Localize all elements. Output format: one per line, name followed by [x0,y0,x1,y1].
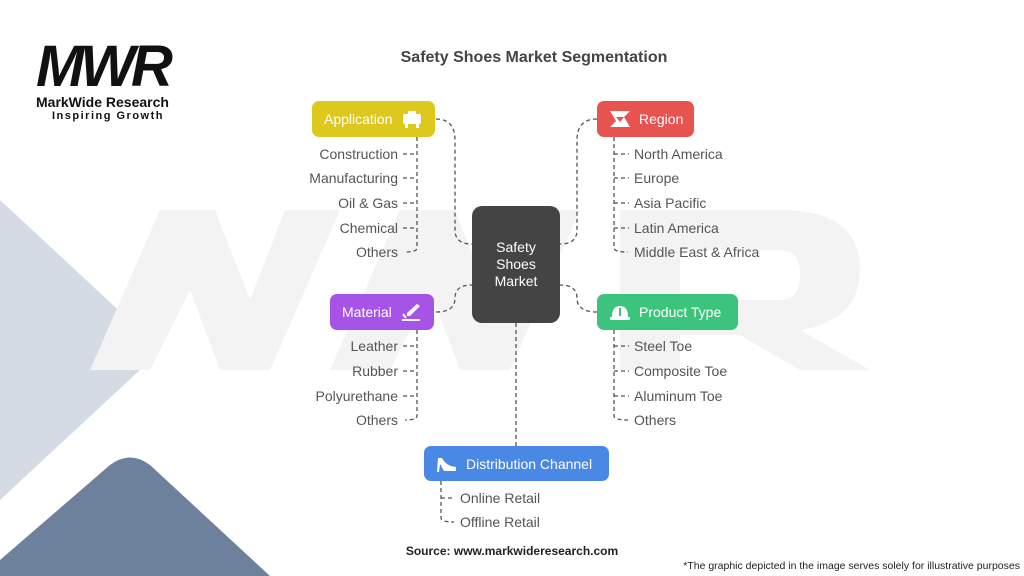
list-item: Oil & Gas [338,195,398,211]
application-label: Application [324,111,393,127]
list-item: Offline Retail [460,514,540,530]
workbench-icon [401,109,423,129]
list-item: Online Retail [460,490,541,506]
center-line: Market [494,273,538,289]
list-item: Others [634,412,677,428]
list-item: Rubber [352,363,398,379]
list-item: Leather [350,338,398,354]
list-item: North America [634,146,723,162]
list-item: Manufacturing [309,170,398,186]
product-type-node: Product Type [597,294,738,330]
center-node: Safety Shoes Market [472,206,560,323]
list-item: Polyurethane [315,388,398,404]
list-item: Aluminum Toe [634,388,723,404]
distribution-channel-label: Distribution Channel [466,455,593,472]
logo-mark: MWR [36,34,173,99]
list-item: Europe [634,170,680,186]
list-item: Latin America [634,220,719,236]
logo-tagline: Inspiring Growth [52,110,164,122]
pen-icon [400,302,422,322]
region-label: Region [639,111,684,127]
list-item: Construction [319,146,398,162]
product-type-label: Product Type [639,304,722,320]
list-item: Asia Pacific [634,195,707,211]
footnote: *The graphic depicted in the image serve… [683,560,1020,572]
material-label: Material [342,304,392,320]
list-item: Chemical [339,220,398,236]
list-item: Middle East & Africa [634,244,760,260]
list-item: Others [355,412,398,428]
shoe-icon [436,454,458,474]
region-node: Region [597,101,694,137]
page-title: Safety Shoes Market Segmentation [400,49,668,66]
list-item: Others [355,244,398,260]
logo-name: MarkWide Research [36,94,169,110]
source-text: Source: www.markwideresearch.com [405,544,619,558]
distribution-channel-node: Distribution Channel [424,446,609,481]
list-item: Steel Toe [634,338,693,354]
logo: MWR MarkWide Research Inspiring Growth [36,34,173,123]
list-item: Composite Toe [634,363,728,379]
center-line: Shoes [496,256,536,272]
hard-hat-icon [609,302,631,322]
application-node: Application [312,101,435,137]
center-line: Safety [496,239,536,255]
material-node: Material [330,294,434,330]
map-icon [609,109,631,129]
